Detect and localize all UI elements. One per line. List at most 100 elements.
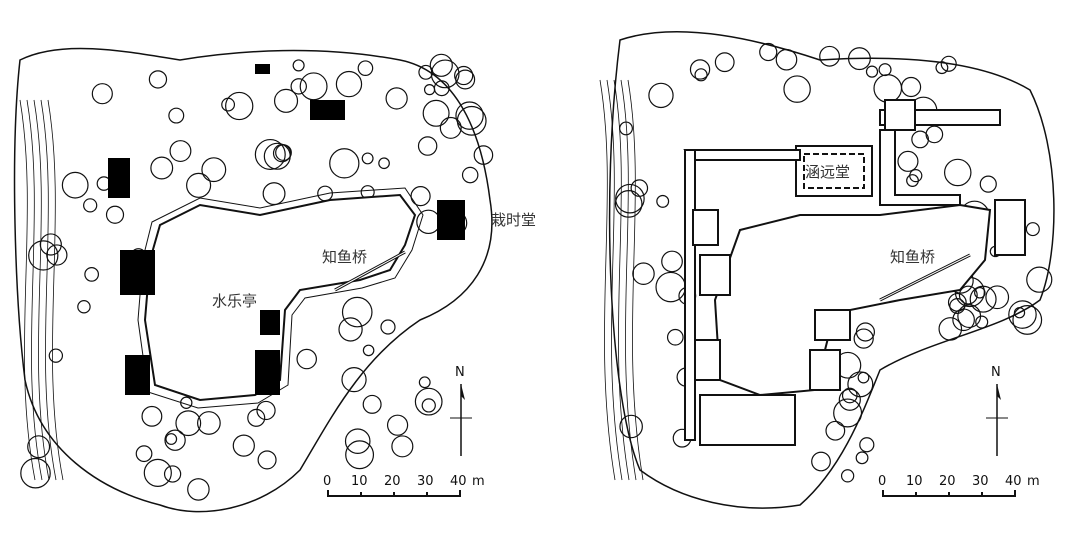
tree-icon [857,371,870,384]
right-pond [713,203,992,397]
contour-line [627,79,644,481]
tree-icon [362,394,382,414]
tree-icon [975,315,989,329]
tree-icon [357,60,374,76]
tree-icon [1008,300,1037,329]
svg-text:10: 10 [906,474,923,489]
tree-icon [985,285,1010,310]
tree-icon [656,194,670,208]
svg-text:m: m [1027,474,1040,489]
north-arrow-left: N [450,365,472,456]
tree-icon [838,388,861,411]
tree-icon [28,240,59,271]
tree-icon [262,182,286,206]
tree-icon [187,478,210,501]
tree-icon [825,420,846,441]
tree-icon [1012,305,1043,335]
tree-icon [694,68,708,82]
tree-icon [423,84,436,96]
tree-icon [46,244,68,266]
tree-icon [943,158,972,187]
tree-icon [273,88,299,113]
tree-icon [39,233,62,256]
tree-icon [422,99,450,127]
tree-icon [456,105,487,136]
contour-line [620,79,637,481]
tree-icon [48,348,64,363]
tree-icon [164,429,186,451]
tree-icon [873,74,903,103]
label-zaishi-hall: 栽时堂 [491,211,536,229]
tree-icon [461,166,479,184]
tree-icon [386,414,409,436]
contour-line [26,99,43,481]
tree-icon [661,250,683,273]
tree-icon [163,465,182,483]
scale-bar-left: 0 10 20 30 40 m [323,474,485,497]
tree-icon [900,76,922,98]
right-plan: 涵远堂 知鱼桥 N 0 10 20 30 40 m [608,31,1055,509]
tree-icon [615,183,645,214]
tree-icon [974,286,986,299]
tree-icon [344,428,371,455]
tree-icon [272,144,292,163]
scale-bar-right: 0 10 20 30 40 m [878,474,1040,497]
tree-icon [417,136,438,156]
label-zhiyu-bridge-right: 知鱼桥 [890,248,935,266]
tree-icon [455,101,484,130]
right-buildings [683,99,1026,446]
tree-icon [759,42,778,62]
tree-icon [416,209,441,235]
tree-icon [385,87,408,110]
svg-text:20: 20 [384,474,401,489]
tree-icon [221,97,236,112]
tree-icon [83,198,98,213]
tree-icon [619,414,643,439]
svg-text:10: 10 [351,474,368,489]
left-pond [143,193,417,402]
tree-icon [648,82,674,109]
tree-icon [169,140,192,163]
tree-icon [969,285,997,313]
tree-icon [27,435,51,459]
tree-icon [979,175,997,193]
tree-icon [947,292,967,312]
tree-icon [1025,222,1040,237]
svg-text:N: N [991,365,1001,380]
tree-icon [909,169,923,183]
left-buildings [108,64,465,395]
tree-icon [1026,266,1053,293]
tree-icon [329,148,360,179]
tree-icon [256,400,276,421]
tree-icon [391,435,414,458]
left-garden-boundary [13,47,493,513]
tree-icon [362,344,375,357]
tree-icon [439,116,462,139]
tree-icon [689,59,711,80]
contour-line [40,99,57,481]
tree-icon [175,410,202,437]
contour-line [47,99,64,481]
tree-icon [254,138,286,170]
tree-icon [165,433,178,445]
tree-icon [859,437,875,453]
tree-icon [380,319,396,335]
tree-icon [841,387,858,404]
tree-icon [853,328,874,349]
north-arrow-right: N [986,365,1008,456]
tree-icon [77,299,91,314]
tree-icon [878,63,892,77]
tree-icon [840,469,855,483]
tree-icon [296,348,317,370]
right-garden-boundary [608,31,1055,509]
svg-text:N: N [455,365,465,380]
tree-icon [783,75,811,103]
tree-icon [150,156,174,180]
tree-icon [666,328,684,346]
tree-icon [292,59,305,72]
left-plan: 栽时堂 知鱼桥 水乐亭 N 0 10 20 30 40 m [13,47,536,513]
svg-text:30: 30 [972,474,989,489]
tree-icon [247,408,266,427]
tree-icon [148,70,168,89]
